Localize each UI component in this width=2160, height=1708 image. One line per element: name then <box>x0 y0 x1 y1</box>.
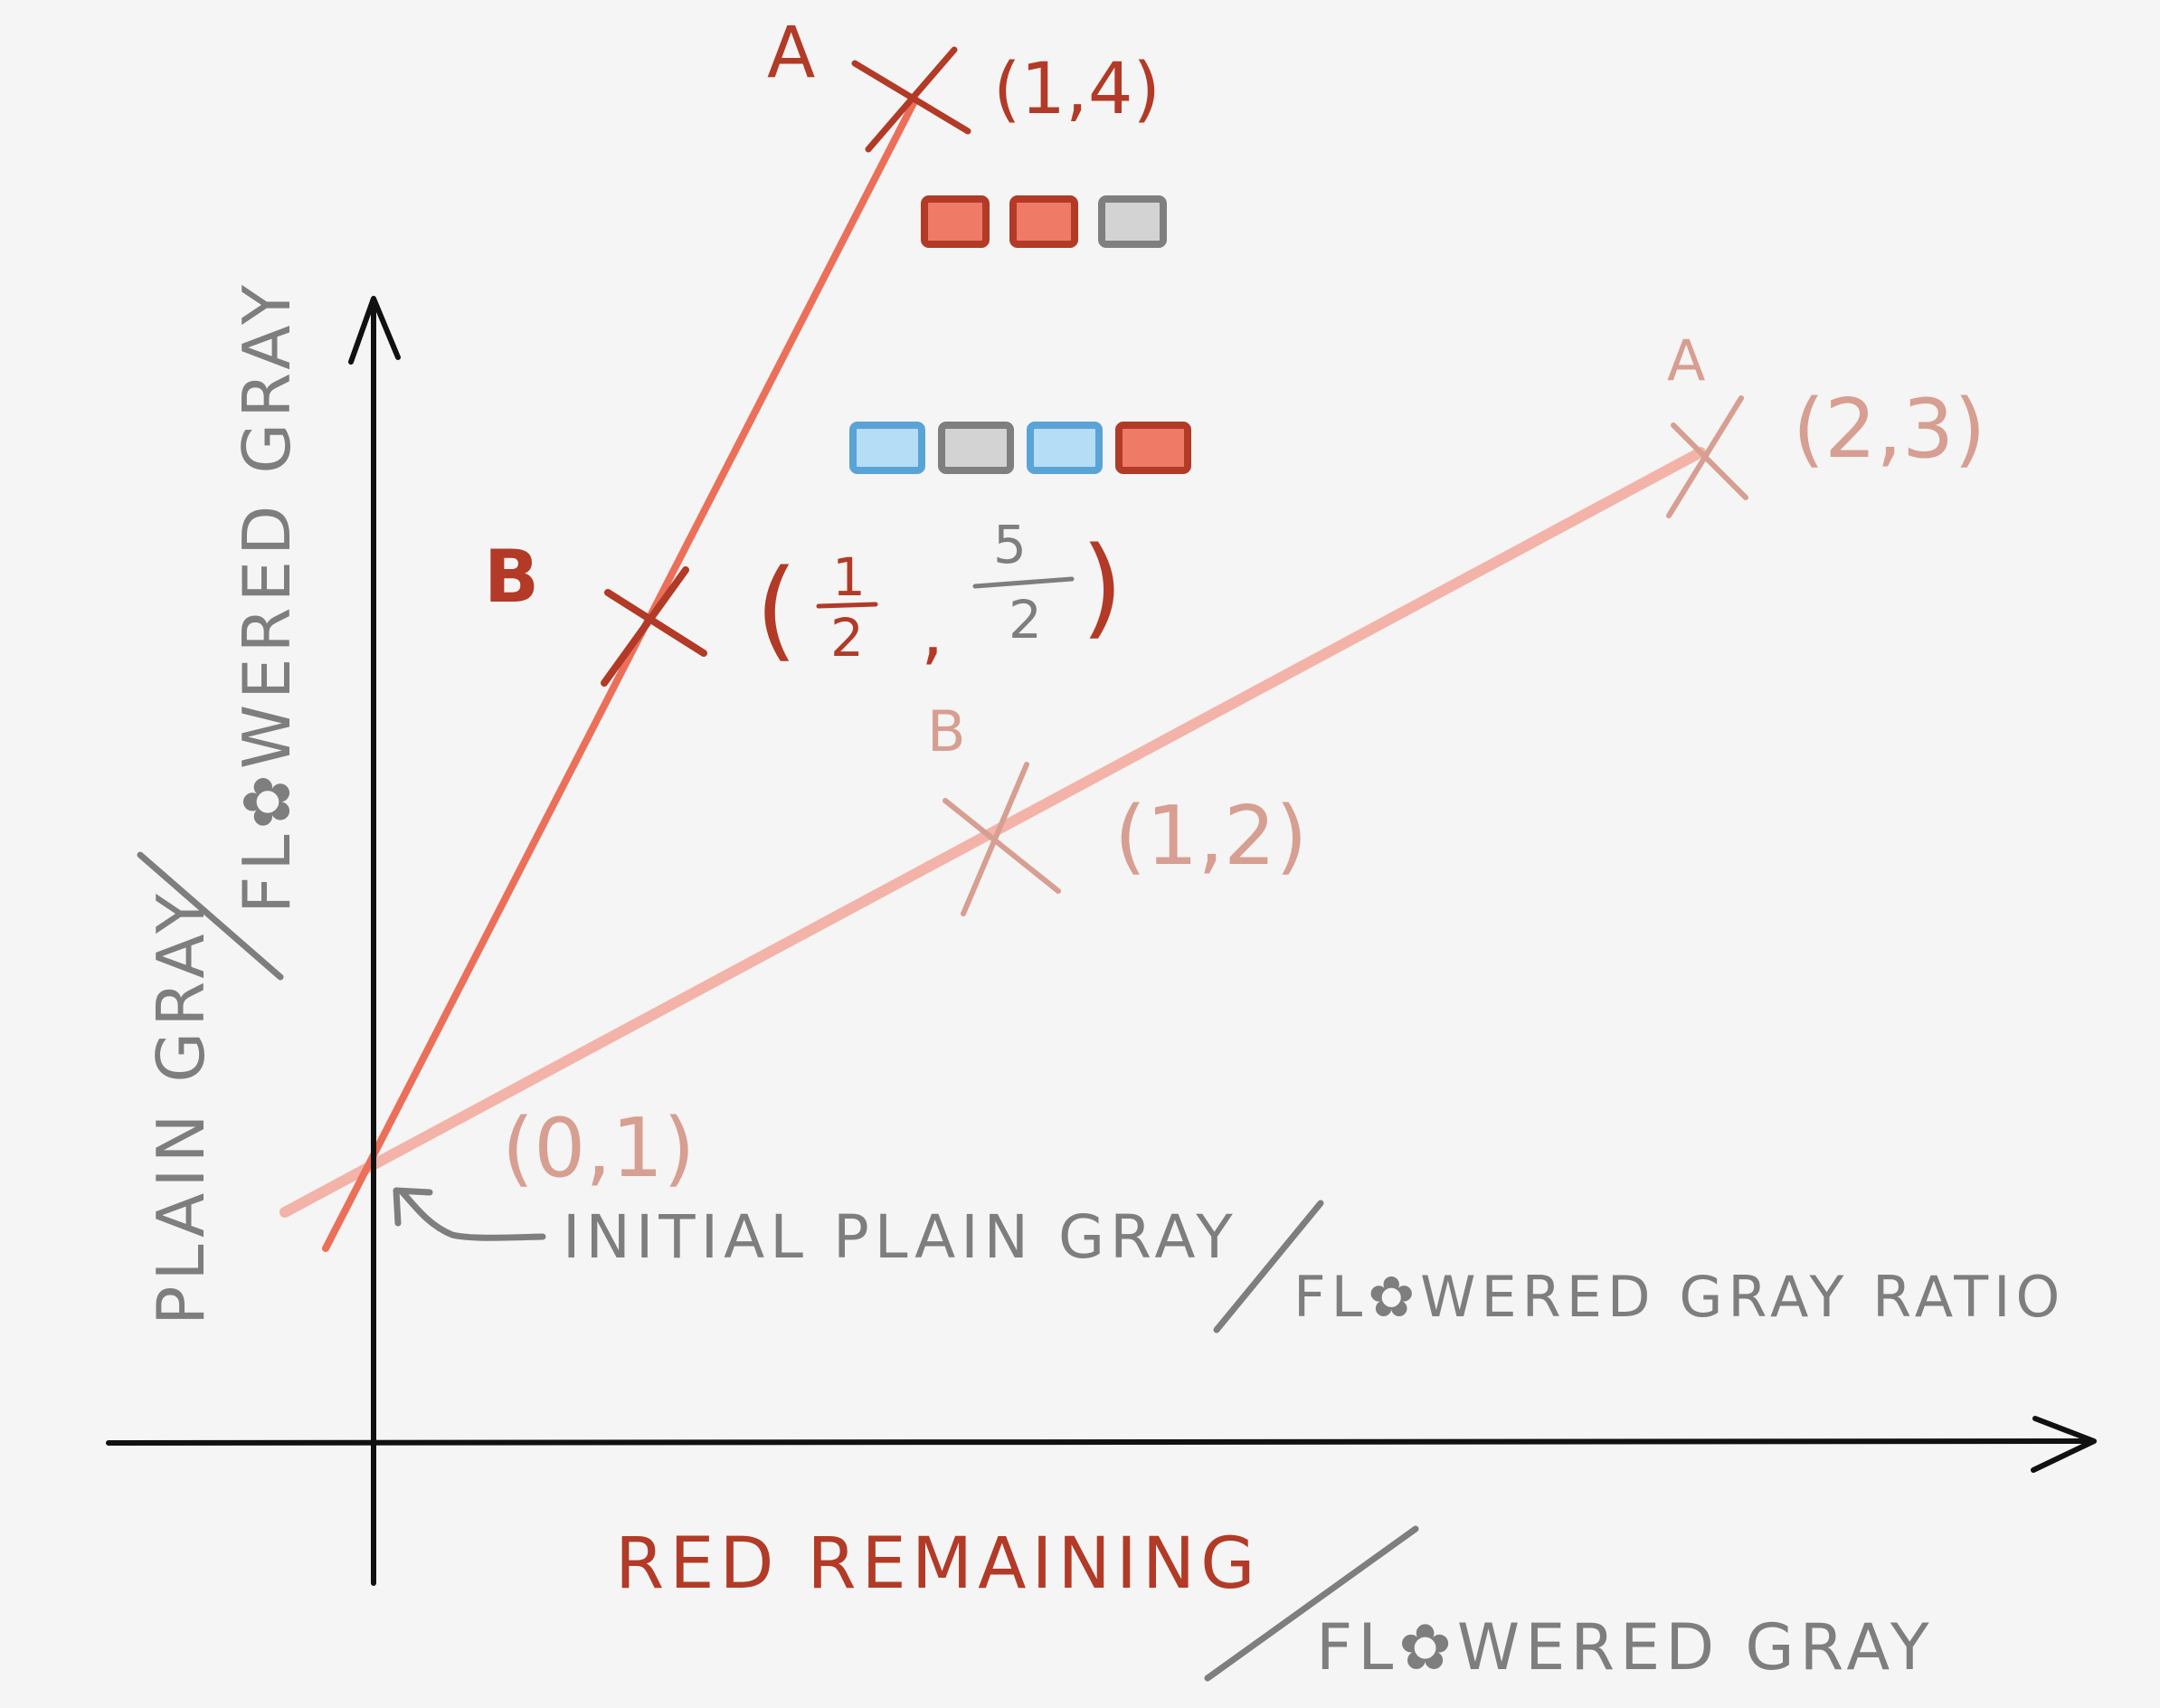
point-b-coord-y-bar <box>972 576 1075 589</box>
tile-red <box>921 195 990 248</box>
tile-row-1 <box>921 195 1167 248</box>
x-axis-label-bottom: FL✿WERED GRAY <box>1316 1610 1935 1684</box>
tile-blue <box>849 422 925 474</box>
annotation-arrow <box>393 1187 546 1241</box>
x-axis-label-slash <box>1204 1525 1419 1682</box>
tile-red <box>1115 422 1191 474</box>
annotation-slash <box>1213 1200 1324 1333</box>
annotation-line2: FL✿WERED GRAY RATIO <box>1293 1264 2065 1330</box>
point-b-coord-x-bar <box>816 602 878 609</box>
point-a-steep: A (1,4) <box>767 13 1161 153</box>
point-b-shallow: B (1,2) <box>927 698 1307 916</box>
annotation-line1: INITIAL PLAIN GRAY <box>563 1202 1238 1272</box>
point-a-shallow-label: A <box>1667 327 1705 394</box>
y-axis-label-slash <box>137 851 284 981</box>
point-a-steep-coord: (1,4) <box>993 49 1161 130</box>
point-b-steep: B ( 1 2 , 5 2 ) <box>484 514 1123 687</box>
steep-line <box>322 96 919 1252</box>
point-b-coord-open: ( <box>755 547 798 673</box>
x-axis-label-top: RED REMAINING <box>615 1523 1261 1605</box>
point-a-steep-label: A <box>767 13 815 94</box>
point-b-coord-close: ) <box>1081 525 1123 650</box>
tile-row-2 <box>849 422 1191 474</box>
point-b-coord-sep: , <box>921 589 943 673</box>
y-axis <box>348 296 401 1586</box>
tile-red <box>1009 195 1078 248</box>
tile-blue <box>1027 422 1103 474</box>
tile-gray <box>938 422 1014 474</box>
point-b-coord-y-den: 2 <box>1009 589 1042 650</box>
tile-gray <box>1098 195 1167 248</box>
y-axis-label-bottom: PLAIN GRAY <box>143 888 219 1325</box>
point-b-shallow-coord: (1,2) <box>1114 789 1307 884</box>
point-b-coord-y-num: 5 <box>993 514 1027 575</box>
point-a-shallow-coord: (2,3) <box>1793 382 1985 477</box>
y-axis-label: PLAIN GRAY FL✿WERED GRAY <box>143 280 305 1325</box>
point-b-coord-x-num: 1 <box>832 546 866 608</box>
shallow-line <box>279 447 1706 1218</box>
point-b-steep-label: B <box>484 535 539 619</box>
intercept-coord: (0,1) <box>502 1101 695 1196</box>
point-a-shallow: A (2,3) <box>1666 327 1985 518</box>
y-axis-label-top: FL✿WERED GRAY <box>229 280 305 914</box>
point-b-coord-x-den: 2 <box>830 607 864 669</box>
x-axis <box>106 1416 2097 1473</box>
point-b-shallow-label: B <box>927 698 966 764</box>
